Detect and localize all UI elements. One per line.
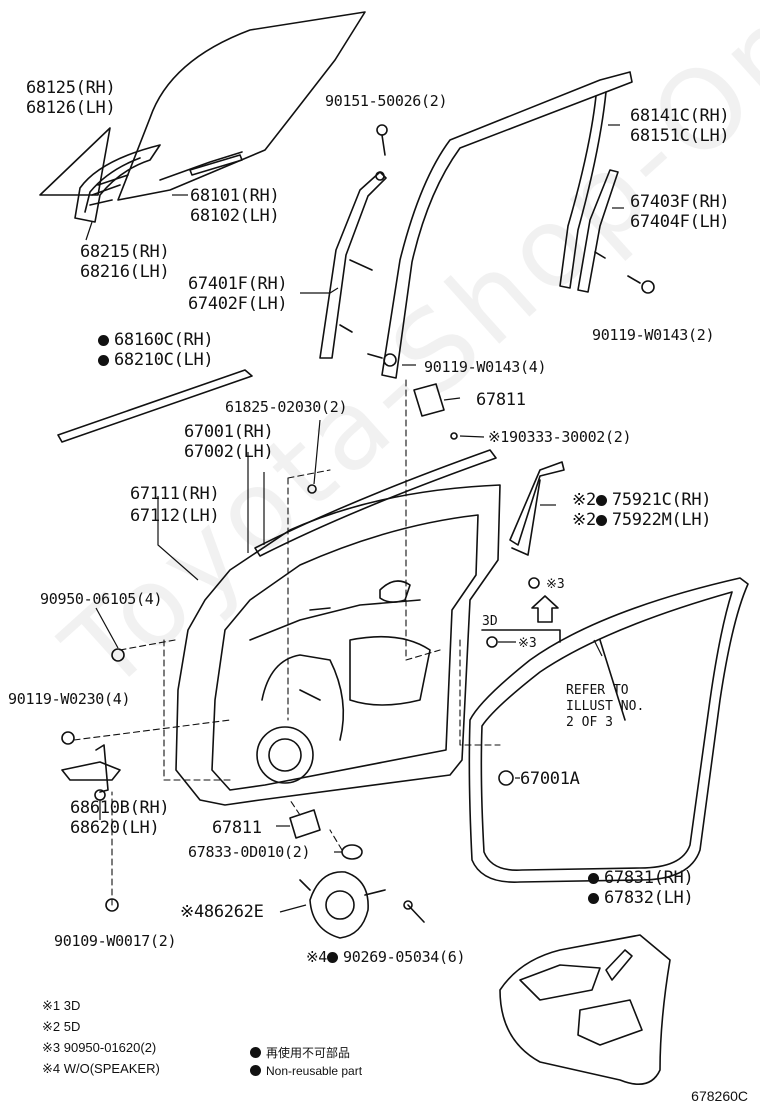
quarter-glass: [39, 127, 111, 196]
label-68125: 68125(RH): [26, 78, 116, 98]
refer-line-1: REFER TO: [566, 683, 629, 698]
label-68160: 68160C(RH): [98, 330, 214, 350]
label-68101: 68101(RH): [190, 186, 280, 206]
speaker: [299, 871, 386, 939]
label-86262: ※486262E: [180, 902, 264, 922]
legend-en: Non-reusable part: [250, 1064, 362, 1078]
label-61825: 61825-02030(2): [225, 398, 348, 416]
footnote-1: ※1 3D: [42, 998, 81, 1013]
run-channel-front: [319, 171, 387, 359]
label-3d: 3D: [482, 614, 498, 629]
footnote-2: ※2 5D: [42, 1019, 81, 1034]
inner-weatherstrip: [254, 449, 497, 557]
label-90119-w0230: 90119-W0230(4): [8, 690, 131, 708]
label-67111: 67111(RH): [130, 484, 220, 504]
label-68216: 68216(LH): [80, 262, 170, 282]
label-67404: 67404F(LH): [630, 212, 730, 232]
door-check: [61, 744, 121, 801]
arrow-up: [531, 595, 559, 623]
refer-line-2: ILLUST NO.: [566, 699, 645, 714]
label-90109: 90109-W0017(2): [54, 932, 177, 950]
non-reusable-dot: [595, 495, 607, 506]
label-mark3-b: ※3: [518, 636, 537, 651]
label-67403: 67403F(RH): [630, 192, 730, 212]
label-67831: 67831(RH): [588, 868, 694, 888]
label-mark3-a: ※3: [546, 577, 565, 592]
label-67832: 67832(LH): [588, 888, 694, 908]
run-channel-rear: [577, 169, 619, 293]
non-reusable-dot: [588, 893, 599, 904]
label-68610: 68610B(RH): [70, 798, 170, 818]
door-garnish: [509, 461, 565, 556]
label-67002: 67002(LH): [184, 442, 274, 462]
label-90119-w0143-2: 90119-W0143(2): [592, 326, 715, 344]
label-67402: 67402F(LH): [188, 294, 288, 314]
label-68126: 68126(LH): [26, 98, 116, 118]
belt-moulding: [57, 369, 253, 443]
label-90950-06105: 90950-06105(4): [40, 590, 163, 608]
label-68151: 68151C(LH): [630, 126, 730, 146]
label-90333: ※190333-30002(2): [488, 428, 632, 446]
label-67401: 67401F(RH): [188, 274, 288, 294]
label-67001: 67001(RH): [184, 422, 274, 442]
door-glass: [117, 11, 366, 201]
label-67833: 67833-0D010(2): [188, 843, 311, 861]
footnote-3: ※3 90950-01620(2): [42, 1040, 157, 1055]
quarter-glass-frame: [74, 144, 161, 223]
footnote-4: ※4 W/O(SPEAKER): [42, 1061, 160, 1076]
label-68620: 68620(LH): [70, 818, 160, 838]
service-hole-cover-top: [413, 383, 445, 417]
door-panel: [175, 484, 501, 806]
door-trim-board: [499, 934, 671, 1086]
label-90119-w0143-4: 90119-W0143(4): [424, 358, 547, 376]
refer-line-3: 2 OF 3: [566, 715, 613, 730]
label-68141: 68141C(RH): [630, 106, 730, 126]
non-reusable-dot: [98, 355, 109, 366]
bolts: [61, 124, 655, 912]
label-67001a: 67001A: [520, 769, 580, 789]
label-90151: 90151-50026(2): [325, 92, 448, 110]
non-reusable-dot: [588, 873, 599, 884]
hole-plug: [341, 844, 363, 860]
non-reusable-dot: [327, 952, 338, 963]
label-68215: 68215(RH): [80, 242, 170, 262]
label-67112: 67112(LH): [130, 506, 220, 526]
diagram-code: 678260C: [691, 1088, 748, 1104]
legend-dot: [250, 1047, 261, 1058]
label-67811-top: 67811: [476, 390, 526, 410]
service-hole-cover-bottom: [289, 809, 321, 839]
legend-jp: 再使用不可部品: [250, 1044, 350, 1061]
label-68102: 68102(LH): [190, 206, 280, 226]
legend-dot: [250, 1065, 261, 1076]
run-channel-main: [381, 71, 633, 379]
non-reusable-dot: [595, 515, 607, 526]
door-weatherstrip: [468, 577, 749, 883]
label-68210: 68210C(LH): [98, 350, 214, 370]
speaker-screw: [403, 900, 425, 923]
label-67811-bottom: 67811: [212, 818, 262, 838]
non-reusable-dot: [98, 335, 109, 346]
